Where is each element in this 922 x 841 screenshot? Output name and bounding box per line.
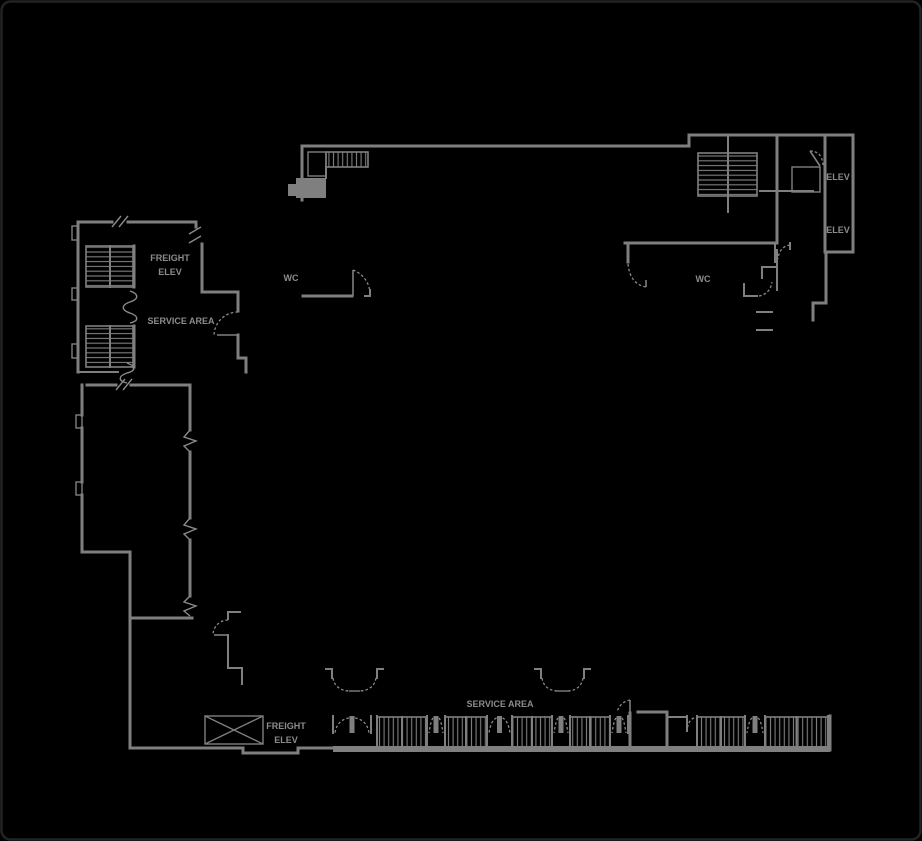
wall-interior bbox=[227, 634, 243, 685]
door-arc bbox=[611, 717, 627, 734]
upper-left-stair-tower: FREIGHT ELEV SERVICE AREA bbox=[71, 215, 248, 384]
door-arc bbox=[553, 717, 569, 734]
door-arc bbox=[777, 244, 791, 260]
pilaster bbox=[75, 481, 83, 496]
break-mark bbox=[111, 215, 129, 228]
elevator-car bbox=[791, 166, 821, 193]
stair-mass-step bbox=[288, 184, 296, 196]
door-arc bbox=[541, 677, 584, 692]
label-service-area-upper: SERVICE AREA bbox=[147, 316, 215, 326]
door-jamb bbox=[426, 715, 446, 734]
label-wc-left: WC bbox=[284, 273, 299, 283]
wall-bottom-left bbox=[128, 746, 335, 755]
wc-partition bbox=[756, 311, 773, 331]
door-jamb bbox=[332, 715, 372, 734]
lower-left-rooms bbox=[75, 378, 243, 750]
wall-tower-top bbox=[126, 220, 198, 229]
wall-outer-right bbox=[811, 133, 855, 322]
door-jamb bbox=[744, 715, 766, 734]
bottom-service-area: FREIGHT ELEV SERVICE AREA bbox=[128, 668, 832, 755]
door-arc bbox=[352, 269, 371, 294]
label-elev-1: ELEV bbox=[826, 172, 850, 182]
opening-zigzag bbox=[182, 517, 198, 541]
break-squiggle bbox=[122, 290, 138, 324]
double-swing-door-a bbox=[325, 668, 384, 692]
door-jamb bbox=[227, 611, 241, 620]
door-arc bbox=[809, 150, 824, 166]
door-arc bbox=[616, 699, 631, 713]
break-mark bbox=[115, 378, 133, 391]
freight-elevator-box bbox=[204, 715, 264, 745]
room-walls bbox=[628, 710, 669, 752]
door-arc bbox=[212, 619, 229, 636]
top-right: WC ELEV ELEV bbox=[623, 133, 855, 331]
double-swing-door-b bbox=[534, 668, 591, 692]
door-bracket bbox=[325, 668, 384, 679]
opening-zigzag bbox=[182, 595, 198, 617]
wall-wc-entry-2 bbox=[743, 283, 758, 297]
door-arc bbox=[488, 717, 511, 734]
door-arc bbox=[746, 717, 764, 734]
wall-freight-room bbox=[200, 242, 240, 313]
pilaster bbox=[71, 225, 79, 241]
break-mark bbox=[188, 226, 202, 244]
label-freight-elev-lower-line1: FREIGHT bbox=[266, 721, 306, 731]
stair-treads bbox=[325, 151, 369, 168]
door-center-post bbox=[558, 716, 564, 733]
wall-top-main bbox=[300, 133, 855, 202]
freight-elevator-cross bbox=[204, 715, 264, 745]
label-service-area-lower: SERVICE AREA bbox=[466, 699, 534, 709]
door-jamb bbox=[609, 715, 629, 734]
top-center: WC bbox=[284, 133, 855, 298]
wall-freight-room-lower bbox=[236, 333, 248, 374]
door-arc bbox=[627, 263, 647, 288]
bottom-stair-row bbox=[332, 715, 829, 748]
wall-tower-left bbox=[76, 220, 114, 374]
door-bracket bbox=[534, 668, 591, 679]
wall-room-left bbox=[80, 383, 132, 554]
door-jamb bbox=[364, 289, 371, 297]
opening-zigzag bbox=[182, 429, 198, 453]
door-center-post bbox=[433, 716, 439, 733]
door-center-post bbox=[752, 716, 758, 733]
door-center-post bbox=[497, 716, 502, 733]
pilaster bbox=[71, 287, 79, 301]
stair-mass bbox=[296, 178, 326, 198]
door-arc bbox=[686, 717, 695, 732]
bottom-small-room bbox=[616, 699, 688, 752]
label-wc-right: WC bbox=[696, 274, 711, 284]
door-arc bbox=[428, 717, 444, 734]
pilaster bbox=[75, 414, 83, 429]
label-freight-elev-upper-line2: ELEV bbox=[158, 267, 182, 277]
door-arc bbox=[758, 281, 773, 297]
door-center-post bbox=[349, 716, 355, 733]
break-squiggle bbox=[119, 362, 135, 384]
door-arc bbox=[334, 717, 370, 734]
wall-wc-entry bbox=[761, 242, 776, 279]
pilaster bbox=[71, 343, 79, 359]
door-center-post bbox=[616, 716, 622, 733]
label-freight-elev-upper-line1: FREIGHT bbox=[150, 253, 190, 263]
door-leaf bbox=[809, 150, 821, 167]
door-arc bbox=[332, 677, 377, 692]
door-jamb bbox=[551, 715, 571, 734]
label-freight-elev-lower-line2: ELEV bbox=[274, 735, 298, 745]
door-jamb bbox=[486, 715, 513, 734]
label-elev-2: ELEV bbox=[826, 225, 850, 235]
